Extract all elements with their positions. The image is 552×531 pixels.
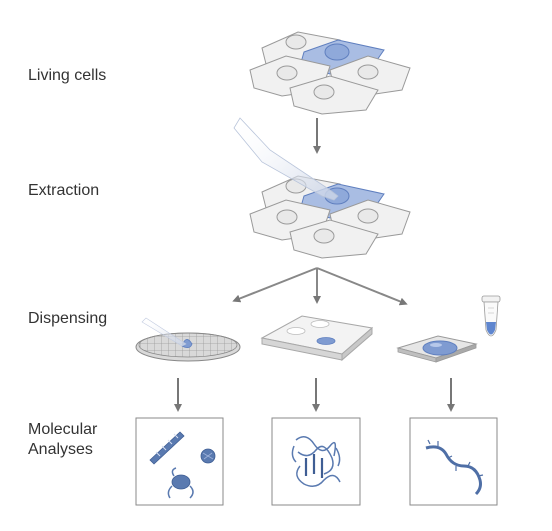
well-plate-icon xyxy=(260,315,374,362)
analysis-box-em xyxy=(135,417,224,506)
step-label-extraction: Extraction xyxy=(28,182,100,199)
analysis-box-slide xyxy=(409,417,498,506)
step-label-analyses: Analyses xyxy=(28,441,93,458)
cell-cluster-icon xyxy=(249,31,411,115)
analysis-box-plate xyxy=(271,417,361,506)
step-label-living-cells: Living cells xyxy=(28,67,107,84)
complex-particle-icon xyxy=(167,467,194,499)
em-grid-icon xyxy=(135,317,241,362)
step-label-dispensing: Dispensing xyxy=(28,310,108,327)
spherical-particle-icon xyxy=(200,448,216,464)
glass-slide-icon xyxy=(396,335,478,363)
filament-molecule-icon xyxy=(149,431,185,465)
step-label-molecular: Molecular xyxy=(28,421,98,438)
protein-structure-icon xyxy=(291,436,341,487)
branch-arrows xyxy=(232,267,408,306)
microtube-icon xyxy=(481,295,501,337)
extraction-cell-cluster-icon xyxy=(249,175,411,259)
pipette-icon xyxy=(233,117,339,201)
nucleic-acid-strand-icon xyxy=(425,439,484,496)
